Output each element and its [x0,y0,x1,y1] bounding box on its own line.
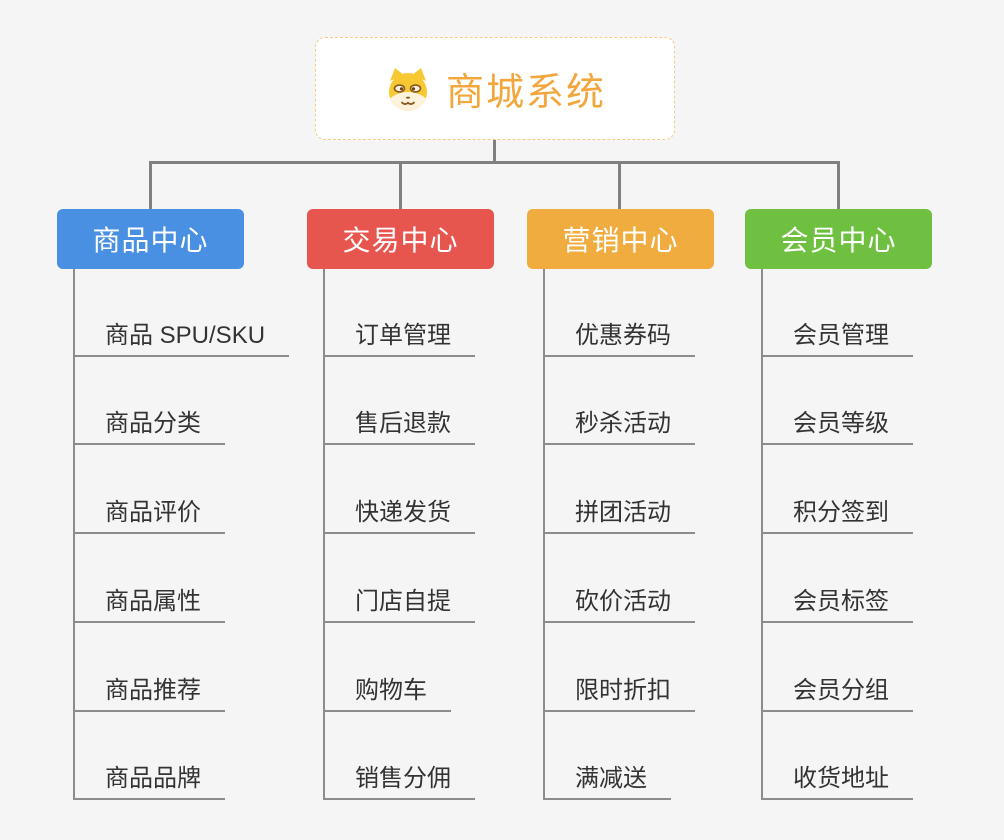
branch-bus-line [149,161,840,164]
leaf-item[interactable]: 商品品牌 [73,762,225,800]
leaf-item[interactable]: 会员标签 [761,585,913,623]
leaf-item[interactable]: 销售分佣 [323,762,475,800]
leaf-item[interactable]: 商品推荐 [73,674,225,712]
drop-line-product [149,164,152,209]
leaf-item[interactable]: 秒杀活动 [543,407,695,445]
branch-trunk-marketing: 优惠券码 秒杀活动 拼团活动 砍价活动 限时折扣 满减送 [543,269,785,800]
drop-line-member [837,164,840,209]
leaf-item[interactable]: 商品 SPU/SKU [73,319,290,357]
root-node-mall-system[interactable]: 商城系统 [315,37,675,140]
branch-node-product-center[interactable]: 商品中心 [57,209,244,269]
leaf-item[interactable]: 会员管理 [761,319,913,357]
branch-trunk-trade: 订单管理 售后退款 快递发货 门店自提 购物车 销售分佣 [323,269,565,800]
leaf-item[interactable]: 满减送 [543,762,671,800]
leaf-item[interactable]: 商品评价 [73,496,225,534]
drop-line-trade [399,164,402,209]
root-title: 商城系统 [445,72,606,114]
leaf-item[interactable]: 购物车 [323,674,451,712]
dog-face-icon [384,66,432,112]
branch-trunk-member: 会员管理 会员等级 积分签到 会员标签 会员分组 收货地址 [761,269,1003,800]
leaf-item[interactable]: 拼团活动 [543,496,695,534]
branch-node-trade-center[interactable]: 交易中心 [307,209,494,269]
leaf-item[interactable]: 会员等级 [761,407,913,445]
leaf-item[interactable]: 售后退款 [323,407,475,445]
branch-node-marketing-center[interactable]: 营销中心 [527,209,714,269]
root-connector-line [493,140,496,164]
leaf-item[interactable]: 快递发货 [323,496,475,534]
leaf-item[interactable]: 商品分类 [73,407,225,445]
leaf-item[interactable]: 积分签到 [761,496,913,534]
branch-node-member-center[interactable]: 会员中心 [745,209,932,269]
drop-line-marketing [618,164,621,209]
leaf-item[interactable]: 商品属性 [73,585,225,623]
leaf-item[interactable]: 优惠券码 [543,319,695,357]
leaf-item[interactable]: 限时折扣 [543,674,695,712]
branch-trunk-product: 商品 SPU/SKU 商品分类 商品评价 商品属性 商品推荐 商品品牌 [73,269,315,800]
leaf-item[interactable]: 订单管理 [323,319,475,357]
leaf-item[interactable]: 会员分组 [761,674,913,712]
leaf-item[interactable]: 收货地址 [761,762,913,800]
leaf-item[interactable]: 门店自提 [323,585,475,623]
leaf-item[interactable]: 砍价活动 [543,585,695,623]
